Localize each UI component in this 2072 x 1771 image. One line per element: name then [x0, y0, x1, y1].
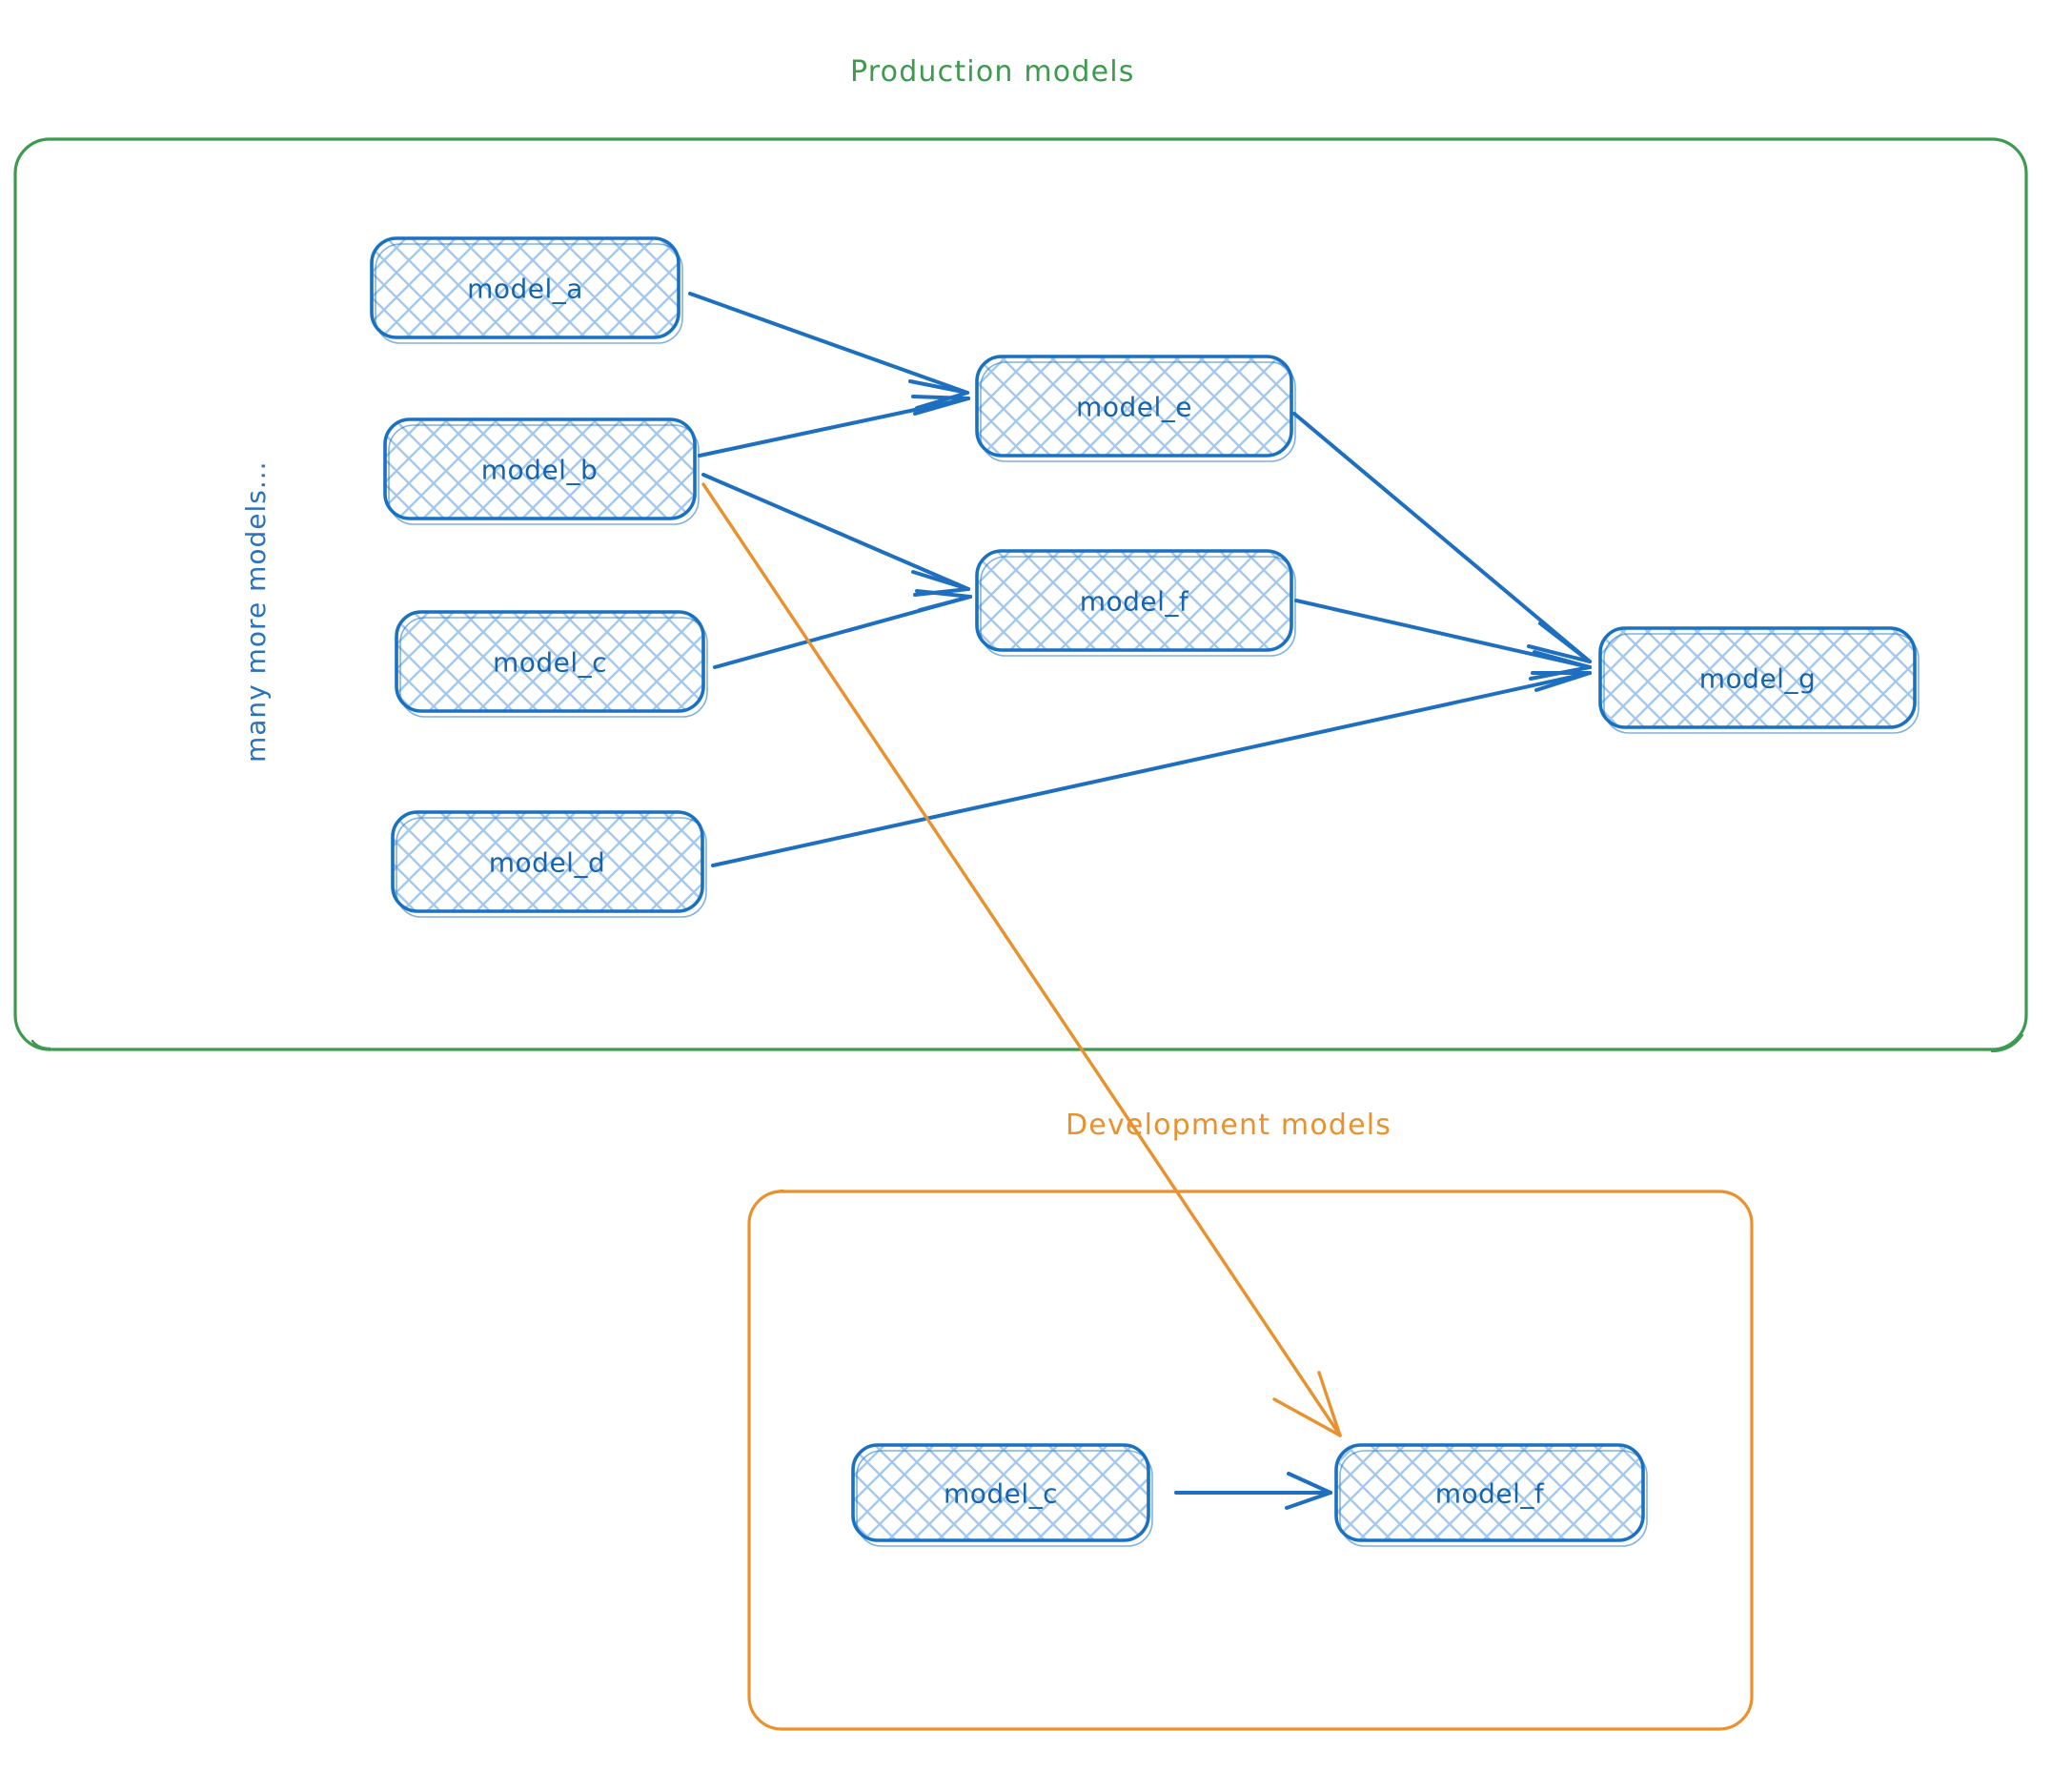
node-dev_model_f[interactable] — [1334, 1443, 1648, 1547]
edge-model_a-to-model_e — [688, 292, 969, 410]
edge-model_b-to-dev_model_f — [701, 482, 1342, 1437]
node-dev_model_c[interactable] — [851, 1443, 1153, 1547]
edge-model_c-to-model_f — [713, 589, 972, 669]
node-model_d[interactable] — [391, 810, 707, 918]
production-container — [13, 137, 2028, 1053]
edge-model_f-to-model_g — [1294, 599, 1592, 681]
node-model_g[interactable] — [1598, 626, 1920, 734]
node-model_f[interactable] — [975, 549, 1296, 657]
production-group-label: Production models — [850, 55, 1135, 89]
node-model_c[interactable] — [395, 610, 708, 718]
node-model_a[interactable] — [370, 236, 683, 344]
edge-dev_model_c-to-dev_model_f — [1174, 1472, 1332, 1510]
node-model_b[interactable] — [383, 417, 700, 525]
node-model_e[interactable] — [975, 355, 1296, 462]
many-more-models-note: many more models... — [240, 460, 272, 763]
edge-model_b-to-model_e — [698, 395, 970, 458]
development-group-label: Development models — [1066, 1109, 1392, 1142]
development-container — [747, 1189, 1754, 1731]
edge-model_e-to-model_g — [1292, 412, 1592, 663]
